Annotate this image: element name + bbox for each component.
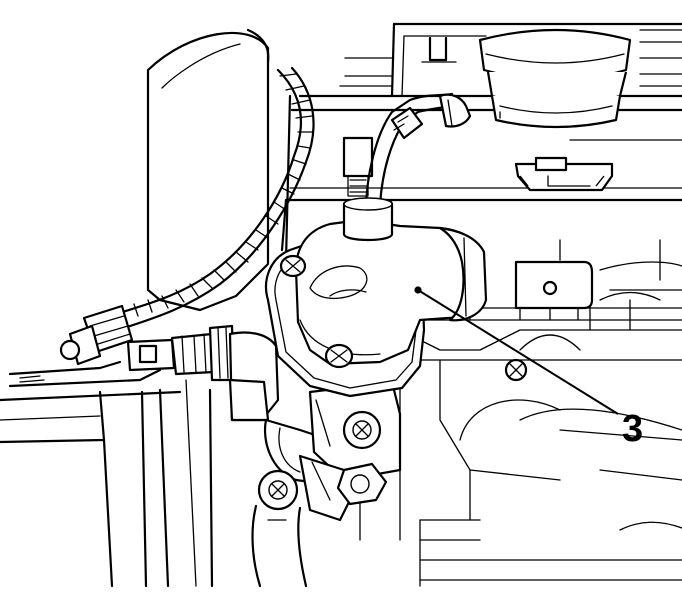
lower-coolant-pipe (251, 504, 308, 588)
callout-3-label: 3 (622, 408, 644, 450)
oil-filler-cap (478, 28, 632, 129)
temperature-sender (126, 324, 236, 382)
wiring-clip (514, 156, 614, 192)
cover-bolt-bottom (324, 343, 354, 369)
block-screw (504, 358, 528, 382)
wiring-harness (108, 66, 315, 332)
engine-block (280, 22, 682, 587)
housing-bolt-left (257, 469, 299, 511)
housing-boss (514, 260, 682, 310)
harness-connector (59, 304, 134, 366)
engine-mount-bracket (0, 360, 214, 588)
thermostat-housing (228, 331, 402, 522)
housing-bolt-right (342, 410, 382, 450)
thermostat-cover (294, 197, 488, 366)
cover-bolt-top (279, 254, 307, 278)
breather-hose (364, 92, 472, 214)
timing-cover (146, 28, 270, 312)
callout-3-leader (414, 286, 619, 415)
hex-nut (336, 462, 388, 506)
